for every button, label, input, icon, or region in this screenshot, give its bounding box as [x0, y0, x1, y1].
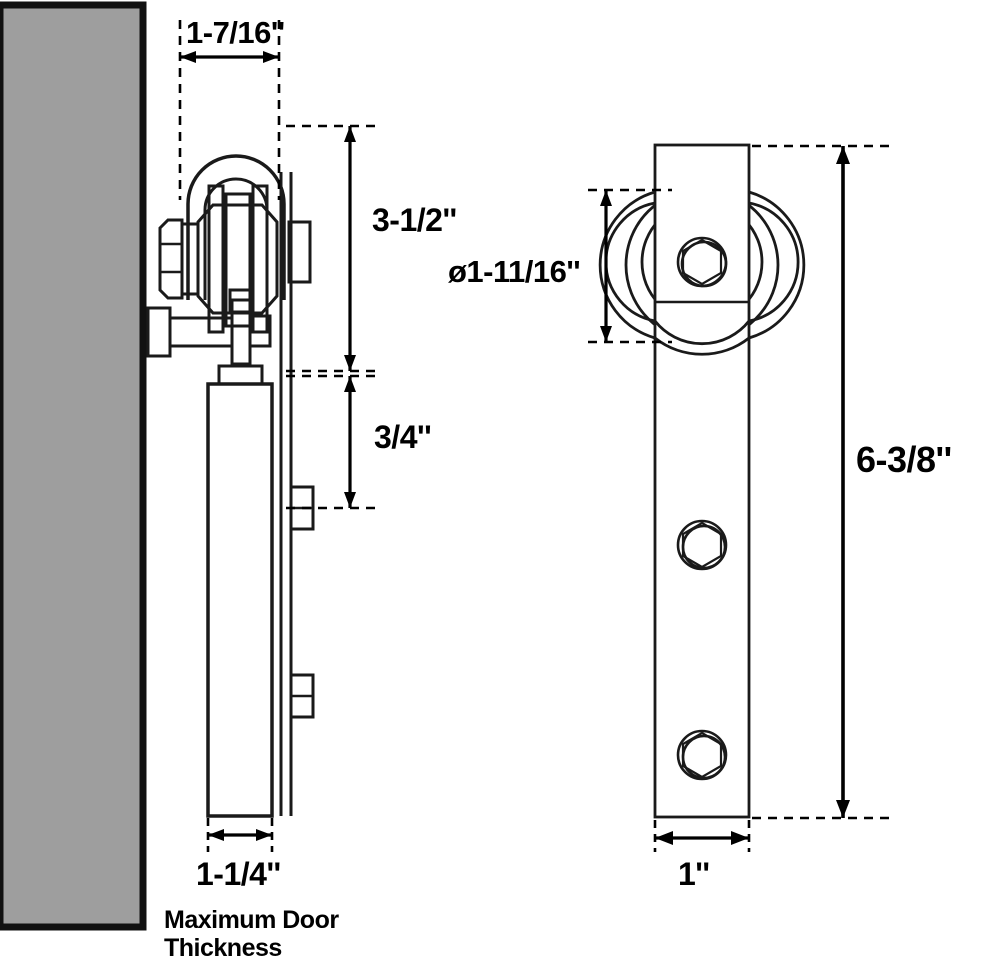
- arrowhead-strapw-right: [731, 831, 749, 845]
- door-bolt-collar: [230, 298, 252, 366]
- axle-washer: [180, 222, 200, 296]
- arrowhead-dia-top: [600, 190, 612, 206]
- dimension-label-strap-width: 1'': [678, 856, 710, 892]
- arrowhead-total-bottom: [836, 800, 850, 818]
- axle-hex-nut: [158, 218, 184, 300]
- door-bolt-nut: [248, 314, 272, 348]
- arrowhead-g34-top: [344, 376, 356, 392]
- caption-line-2: Thickness: [164, 934, 282, 962]
- arrowhead-total-top: [836, 146, 850, 164]
- front-wheel-inner-arc-right: [748, 201, 800, 323]
- arrowhead-thick-right: [256, 829, 272, 841]
- dimension-label-hanger-depth: 1-7/16'': [186, 15, 285, 50]
- arrowhead-width-right: [263, 51, 279, 63]
- dimension-label-gap-below-wheel: 3/4'': [374, 419, 432, 455]
- front-wheel-inner-arc-bottom: [653, 320, 751, 346]
- arrowhead-h35-bottom: [344, 355, 356, 371]
- wheel-flange-left: [207, 184, 225, 334]
- dimension-label-strap-total-length: 6-3/8'': [856, 439, 952, 480]
- arrowhead-h35-top: [344, 126, 356, 142]
- door-top-plate: [217, 364, 264, 386]
- side-view-group: [146, 154, 315, 818]
- front-hole-middle-hex: [681, 521, 723, 569]
- hanger-bracket-inner: [203, 177, 269, 300]
- front-strap-body: [653, 143, 751, 819]
- arrowhead-dia-bottom: [600, 326, 612, 342]
- side-view-dimensions: [178, 20, 378, 852]
- wheel-center-web: [224, 192, 252, 328]
- wall-block-group: [0, 1, 147, 931]
- front-wheel-outer-arc-bottom: [654, 336, 750, 356]
- front-wheel-outer-arc-right: [748, 190, 806, 340]
- front-wheel-outer-arc-left: [598, 190, 656, 340]
- front-view-group: [598, 143, 806, 819]
- right-spacer-block: [287, 220, 312, 284]
- front-view-dimensions: [588, 144, 890, 852]
- arrowhead-width-left: [180, 51, 196, 63]
- arrowhead-g34-bottom: [344, 492, 356, 508]
- front-hole-lower-hex: [681, 731, 723, 779]
- door-bolt-head: [146, 306, 172, 358]
- arrowhead-thick-left: [208, 829, 224, 841]
- roller-wheel-body: [196, 203, 279, 315]
- wheel-flange-right: [251, 184, 269, 334]
- caption-line-1: Maximum Door: [164, 906, 339, 934]
- wall-block: [0, 1, 147, 931]
- dimension-label-wheel-height: 3-1/2'': [372, 202, 457, 238]
- front-axle-bolt-hex: [681, 238, 723, 286]
- dimension-label-wheel-diameter: ø1-11/16'': [448, 254, 581, 289]
- dimension-label-door-thickness: 1-1/4'': [196, 856, 281, 892]
- door-panel: [206, 382, 274, 818]
- door-bolt-upper-stud: [228, 288, 254, 314]
- arrowhead-strapw-left: [655, 831, 673, 845]
